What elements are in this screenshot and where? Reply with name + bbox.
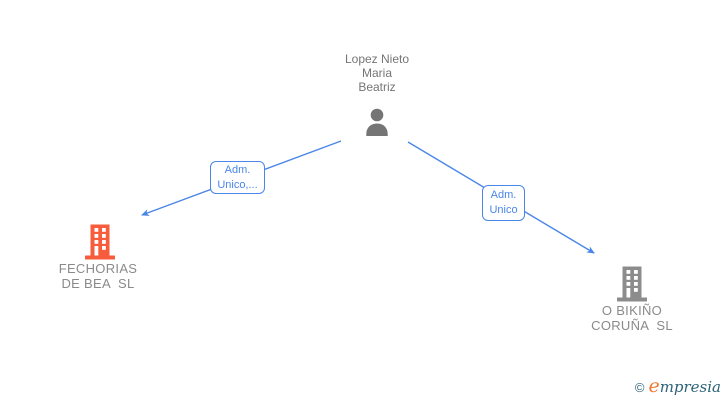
building-icon (617, 266, 647, 302)
company-label-obikino[interactable]: O BIKIÑO CORUÑA SL (591, 303, 673, 333)
empresia-logo[interactable]: © e mpresia (634, 375, 721, 397)
edge-label-adm-unico-2: Adm. Unico (482, 185, 525, 221)
person-node-name[interactable]: Lopez Nieto Maria Beatriz (344, 52, 410, 94)
empresia-logo-e: e (648, 375, 660, 397)
person-icon (366, 108, 388, 136)
company-node-obikino[interactable] (615, 266, 649, 302)
company-node-fechorias[interactable] (83, 224, 117, 260)
person-node[interactable] (362, 107, 392, 139)
building-icon (85, 224, 115, 260)
empresia-logo-text: mpresia (659, 378, 721, 396)
company-label-fechorias[interactable]: FECHORIAS DE BEA SL (58, 261, 138, 291)
copyright-symbol: © (634, 380, 645, 395)
edge-label-adm-unico-1: Adm. Unico,... (210, 161, 265, 194)
